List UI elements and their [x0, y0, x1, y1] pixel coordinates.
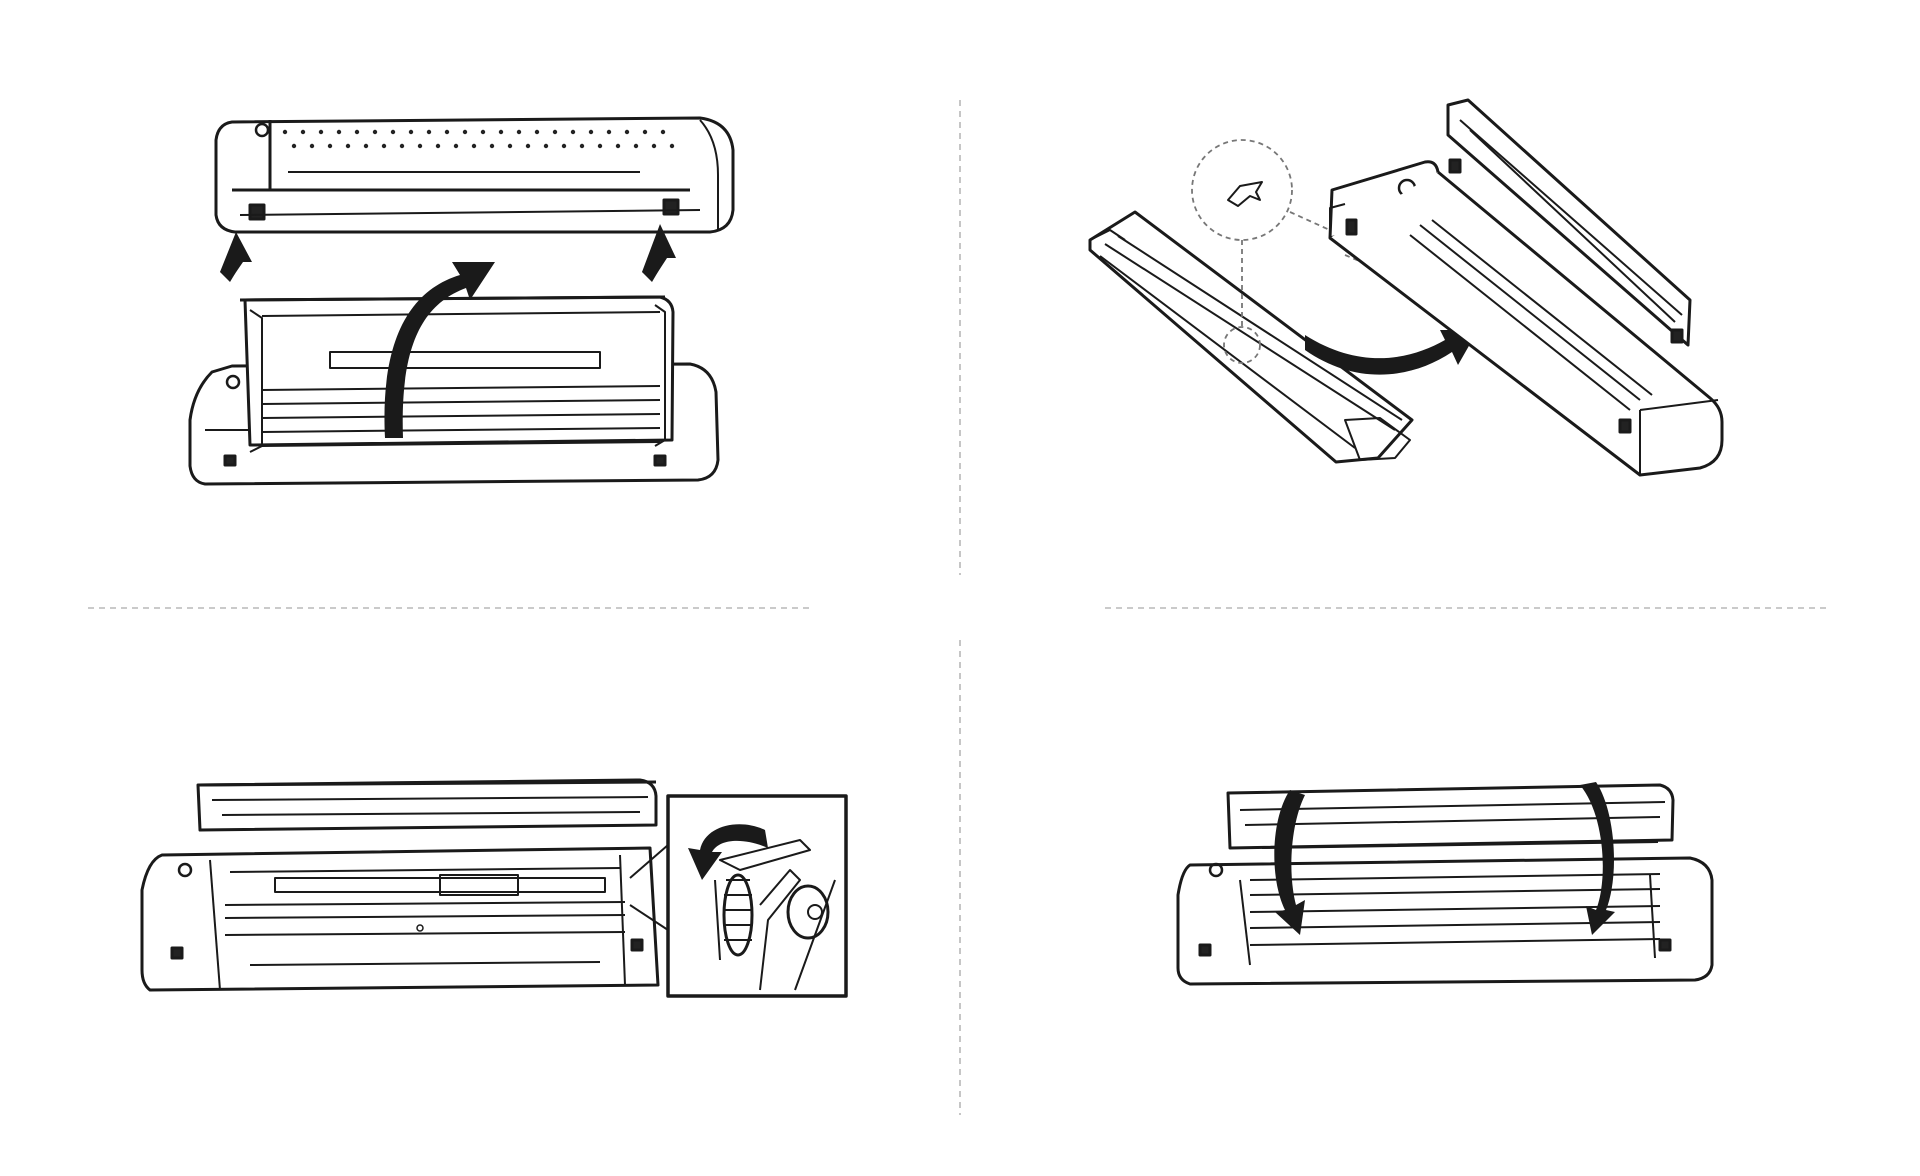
- lift-curved-arrow: [384, 262, 495, 438]
- base-screw-icon: [225, 374, 241, 390]
- cover-clip-left: [248, 203, 266, 221]
- base-foot-right: [653, 454, 667, 467]
- foot-left-4: [1198, 943, 1212, 957]
- printer-open-front: [140, 778, 660, 992]
- panel-step-2: [1088, 98, 1724, 477]
- foot-left-3: [170, 946, 184, 960]
- panel-step-1: [188, 116, 735, 486]
- rotate-curved-arrow: [688, 824, 768, 880]
- panel-step-4: [1176, 782, 1714, 986]
- up-arrow-left: [220, 232, 252, 282]
- foot-right-4: [1658, 938, 1672, 952]
- printer-closing: [1176, 783, 1714, 986]
- cover-clip-right: [662, 198, 680, 216]
- gear-icon: [722, 873, 754, 957]
- close-arrow-right: [1580, 782, 1615, 935]
- close-arrow-left: [1274, 790, 1305, 935]
- gear-inset: [629, 794, 848, 998]
- printer-cover: [214, 116, 735, 234]
- up-arrow-right: [642, 224, 676, 282]
- cover-screw-icon: [254, 122, 270, 138]
- panel-dividers: [88, 100, 1830, 1115]
- printer-body-open: [1328, 98, 1724, 477]
- direction-indicator: [1227, 181, 1263, 207]
- base-foot-left: [223, 454, 237, 467]
- insert-curved-arrow: [1305, 330, 1478, 375]
- printer-base: [188, 295, 720, 486]
- ribbon-cartridge: [1088, 210, 1414, 464]
- foot-right-3: [630, 938, 644, 952]
- vent-holes: [282, 129, 675, 149]
- panel-step-3: [140, 778, 848, 998]
